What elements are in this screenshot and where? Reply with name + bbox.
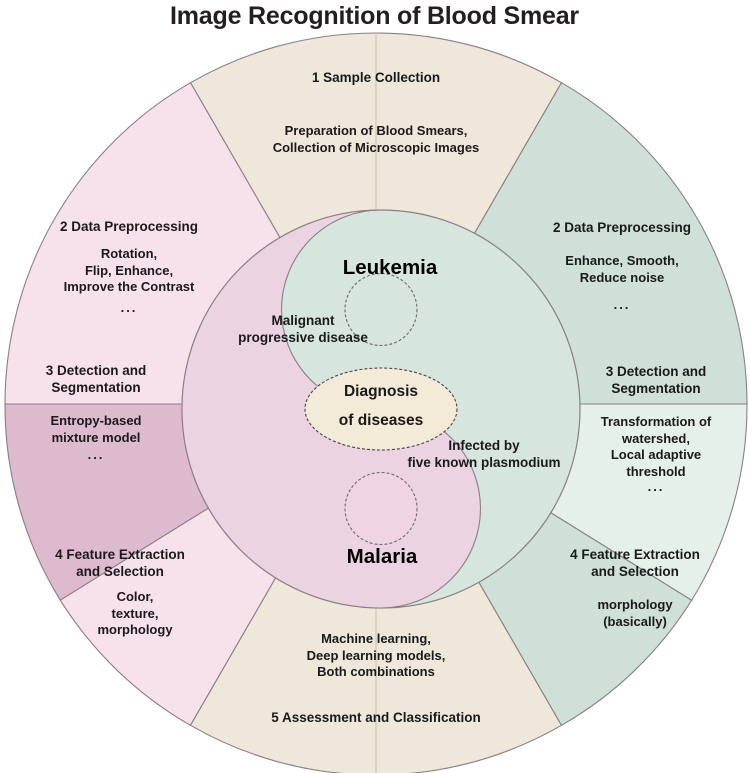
diagnosis-ellipse[interactable]: [304, 367, 458, 451]
page-title: Image Recognition of Blood Smear: [170, 2, 579, 30]
yinyang-dot-pink: [344, 471, 418, 546]
yinyang-dot-green: [344, 272, 418, 347]
